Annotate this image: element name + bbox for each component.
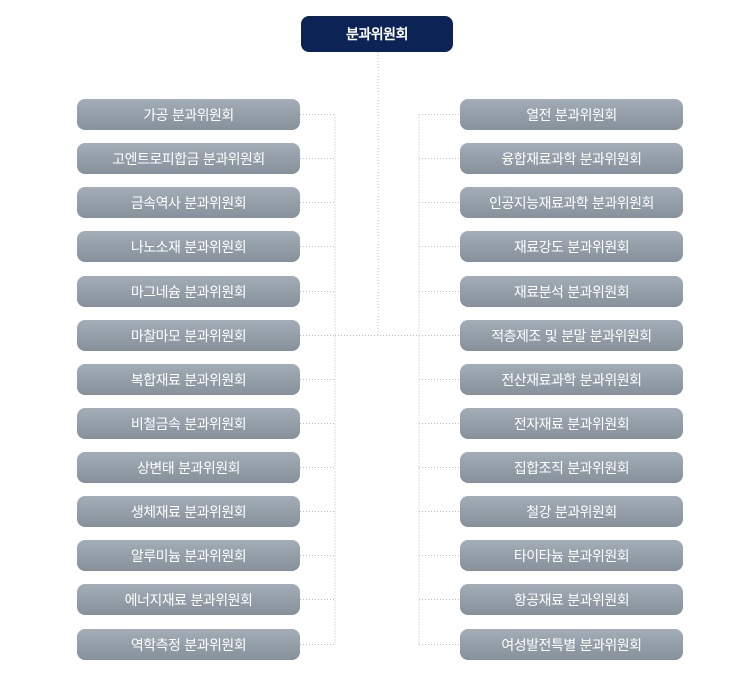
root-committee-label: 분과위원회 [346,27,408,43]
committee-label: 항공재료 분과위원회 [513,592,630,609]
committee-label: 전산재료과학 분과위원회 [501,372,642,389]
committee-box-right-12[interactable]: 항공재료 분과위원회 [460,584,683,615]
committee-label: 상변태 분과위원회 [137,460,241,477]
committee-label: 철강 분과위원회 [526,504,617,521]
committee-box-right-6[interactable]: 적층제조 및 분말 분과위원회 [460,320,683,351]
root-committee-box[interactable]: 분과위원회 [301,16,453,52]
committee-label: 가공 분과위원회 [143,107,234,124]
committee-label: 재료강도 분과위원회 [513,239,630,256]
committee-box-left-11[interactable]: 알루미늄 분과위원회 [77,540,300,571]
committee-label: 융합재료과학 분과위원회 [501,151,642,168]
committee-label: 고엔트로피합금 분과위원회 [112,151,265,168]
committee-label: 전자재료 분과위원회 [513,416,630,433]
committee-label: 열전 분과위원회 [526,107,617,124]
committee-box-left-9[interactable]: 상변태 분과위원회 [77,452,300,483]
committee-box-right-11[interactable]: 타이타늄 분과위원회 [460,540,683,571]
committee-label: 여성발전특별 분과위원회 [501,637,642,654]
committee-box-left-1[interactable]: 가공 분과위원회 [77,99,300,130]
committee-box-left-3[interactable]: 금속역사 분과위원회 [77,187,300,218]
committee-box-right-5[interactable]: 재료분석 분과위원회 [460,276,683,307]
committee-box-right-1[interactable]: 열전 분과위원회 [460,99,683,130]
committee-label: 금속역사 분과위원회 [130,195,247,212]
committee-box-left-5[interactable]: 마그네슘 분과위원회 [77,276,300,307]
committee-label: 재료분석 분과위원회 [513,284,630,301]
committee-box-left-10[interactable]: 생체재료 분과위원회 [77,496,300,527]
committee-label: 나노소재 분과위원회 [130,239,247,256]
committee-box-left-12[interactable]: 에너지재료 분과위원회 [77,584,300,615]
committee-box-left-8[interactable]: 비철금속 분과위원회 [77,408,300,439]
committee-box-left-7[interactable]: 복합재료 분과위원회 [77,364,300,395]
committee-box-right-9[interactable]: 집합조직 분과위원회 [460,452,683,483]
committee-label: 마찰마모 분과위원회 [130,328,247,345]
committee-box-right-7[interactable]: 전산재료과학 분과위원회 [460,364,683,395]
committee-label: 복합재료 분과위원회 [130,372,247,389]
committee-label: 집합조직 분과위원회 [513,460,630,477]
committee-label: 타이타늄 분과위원회 [513,548,630,565]
committee-box-right-3[interactable]: 인공지능재료과학 분과위원회 [460,187,683,218]
committee-box-left-13[interactable]: 역학측정 분과위원회 [77,629,300,660]
committee-label: 알루미늄 분과위원회 [130,548,247,565]
committee-label: 마그네슘 분과위원회 [130,284,247,301]
committee-label: 적층제조 및 분말 분과위원회 [491,328,652,345]
committee-box-left-6[interactable]: 마찰마모 분과위원회 [77,320,300,351]
committee-label: 비철금속 분과위원회 [130,416,247,433]
committee-box-left-4[interactable]: 나노소재 분과위원회 [77,231,300,262]
committee-label: 생체재료 분과위원회 [130,504,247,521]
committee-label: 역학측정 분과위원회 [130,637,247,654]
committee-box-right-10[interactable]: 철강 분과위원회 [460,496,683,527]
committee-box-right-8[interactable]: 전자재료 분과위원회 [460,408,683,439]
committee-box-right-13[interactable]: 여성발전특별 분과위원회 [460,629,683,660]
committee-box-right-4[interactable]: 재료강도 분과위원회 [460,231,683,262]
committee-box-right-2[interactable]: 융합재료과학 분과위원회 [460,143,683,174]
committee-box-left-2[interactable]: 고엔트로피합금 분과위원회 [77,143,300,174]
committee-label: 에너지재료 분과위원회 [124,592,253,609]
committee-label: 인공지능재료과학 분과위원회 [489,195,654,212]
